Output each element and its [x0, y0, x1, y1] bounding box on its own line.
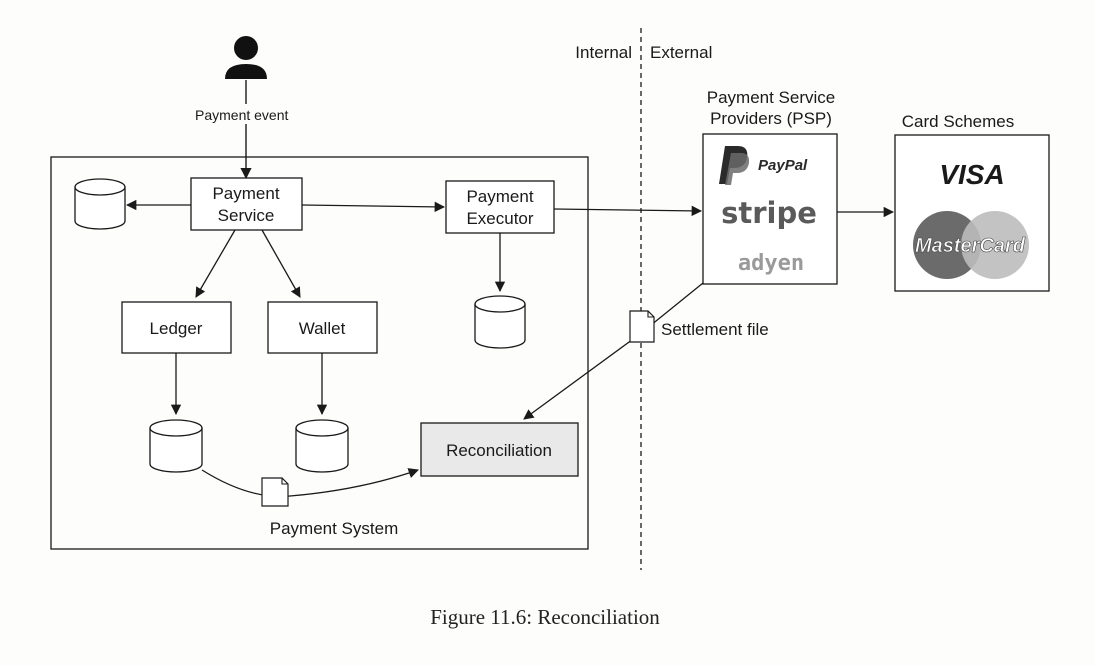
visa-logo: VISA	[939, 159, 1004, 190]
psp-to-reconciliation-arrow	[523, 282, 704, 420]
service-to-executor-arrow	[301, 201, 446, 213]
stripe-logo: stripe	[721, 196, 817, 230]
payment-service-database	[74, 178, 126, 230]
wallet-database	[295, 419, 349, 473]
paypal-wordmark: PayPal	[758, 157, 808, 174]
paypal-logo: PayPal	[719, 146, 808, 185]
executor-to-psp-arrow	[553, 205, 703, 217]
service-to-ledger-arrow	[195, 229, 236, 298]
settlement-file-icon	[629, 310, 655, 343]
reconciliation-box	[420, 422, 579, 477]
psp-title-line2: Providers (PSP)	[710, 109, 832, 128]
ledger-to-reconciliation-arrow	[201, 468, 419, 498]
payment-event-label: Payment event	[195, 107, 288, 123]
user-icon	[225, 36, 267, 79]
payment-executor-box	[445, 180, 555, 234]
payment-service-label-line1: Payment	[212, 184, 279, 203]
internal-label: Internal	[575, 43, 632, 62]
mastercard-logo: MasterCard	[913, 211, 1029, 279]
payment-executor-label-line1: Payment	[466, 187, 533, 206]
external-label: External	[650, 43, 712, 62]
wallet-box	[267, 301, 378, 354]
mastercard-wordmark: MasterCard	[915, 235, 1026, 257]
executor-database	[474, 295, 526, 349]
psp-title-line1: Payment Service	[707, 88, 836, 107]
ledger-box	[121, 301, 232, 354]
reconciliation-label: Reconciliation	[446, 441, 552, 460]
card-schemes-title: Card Schemes	[902, 112, 1014, 131]
settlement-file-label: Settlement file	[661, 320, 769, 339]
wallet-label: Wallet	[299, 319, 346, 338]
ledger-database	[149, 419, 203, 473]
payment-executor-label-line2: Executor	[466, 209, 533, 228]
payment-system-container	[50, 156, 589, 550]
payment-system-label: Payment System	[270, 519, 399, 538]
adyen-logo: adyen	[738, 251, 804, 276]
payment-service-box	[190, 177, 303, 231]
service-to-wallet-arrow	[261, 229, 301, 298]
payment-service-label-line2: Service	[218, 206, 275, 225]
ledger-label: Ledger	[150, 319, 203, 338]
internal-file-icon	[261, 477, 289, 507]
figure-caption: Figure 11.6: Reconciliation	[430, 605, 660, 629]
